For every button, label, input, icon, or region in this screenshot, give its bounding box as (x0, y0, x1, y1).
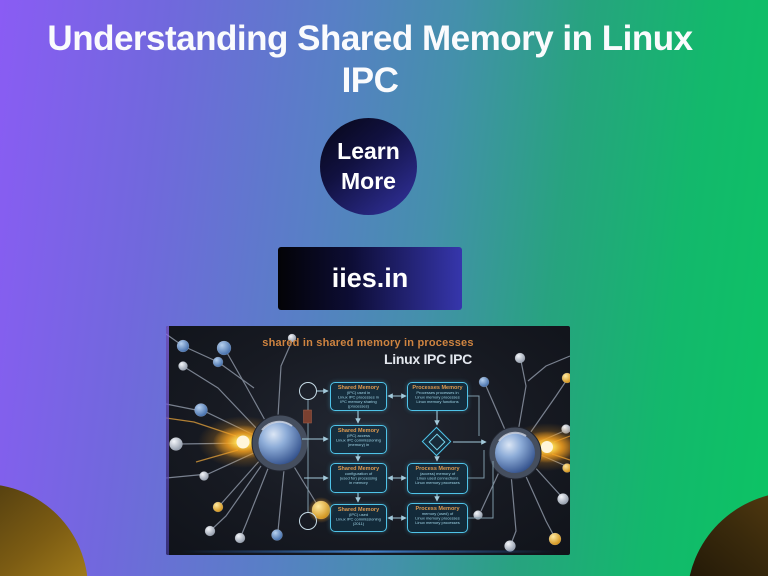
website-label: iies.in (331, 263, 409, 293)
flowchart-box-shared-memory-2: Shared Memory (IPC) access Linux IPC com… (330, 425, 387, 454)
page-title-line2: IPC (341, 61, 399, 100)
gold-corner-shape (0, 484, 88, 576)
flowchart-start-node (299, 382, 317, 400)
poster-heading-orange: shared in shared memory in processes (262, 337, 474, 349)
brown-corner-shape (687, 492, 768, 576)
flowchart-box-title: Processes Memory (412, 384, 463, 391)
flowchart-box-shared-memory-3: Shared Memory configuration of (used for… (330, 463, 387, 493)
learn-more-label-line1: Learn (337, 138, 400, 164)
poster-left-edge-glow (166, 326, 169, 555)
flowchart-box-shared-memory-4: Shared Memory (IPC) used Linux IPC commi… (330, 504, 387, 532)
flowchart-arrows (302, 388, 487, 521)
page-title-line1: Understanding Shared Memory in Linux (47, 19, 693, 58)
flowchart-box-title: Shared Memory (337, 465, 380, 472)
flowchart-box-title: Shared Memory (337, 506, 380, 513)
flowchart-box-shared-memory-1: Shared Memory (IPC) used in Linux IPC pr… (330, 382, 387, 411)
poster-heading-white: Linux IPC IPC (384, 351, 472, 367)
flowchart-box-process-memory-3: Process Memory memory (used) of Linux me… (407, 503, 468, 533)
learn-more-label-line2: More (341, 168, 396, 194)
website-link[interactable]: iies.in (278, 247, 462, 310)
flowchart-box-title: Process Memory (415, 505, 460, 512)
network-circuit-art (166, 326, 570, 555)
flowchart-box-title: Process Memory (415, 465, 460, 472)
page-title: Understanding Shared Memory in Linux IPC (0, 18, 740, 102)
learn-more-button[interactable]: Learn More (320, 118, 417, 215)
flowchart-box-process-memory-2: Process Memory (access) memory of Linux … (407, 463, 468, 494)
poster-bottom-glow (180, 550, 556, 553)
flowchart-route-lines (307, 395, 494, 519)
flowchart-box-title: Shared Memory (337, 427, 380, 434)
right-hub-icon (488, 423, 570, 480)
flowchart-chip-decoration (303, 409, 312, 424)
flowchart-box-title: Shared Memory (337, 384, 380, 391)
left-hub-icon (198, 414, 309, 472)
flowchart-end-node (299, 512, 317, 530)
flowchart-box-process-memory-1: Processes Memory Processes processes in … (407, 382, 468, 411)
shared-memory-diagram-image: shared in shared memory in processes Lin… (166, 326, 570, 555)
